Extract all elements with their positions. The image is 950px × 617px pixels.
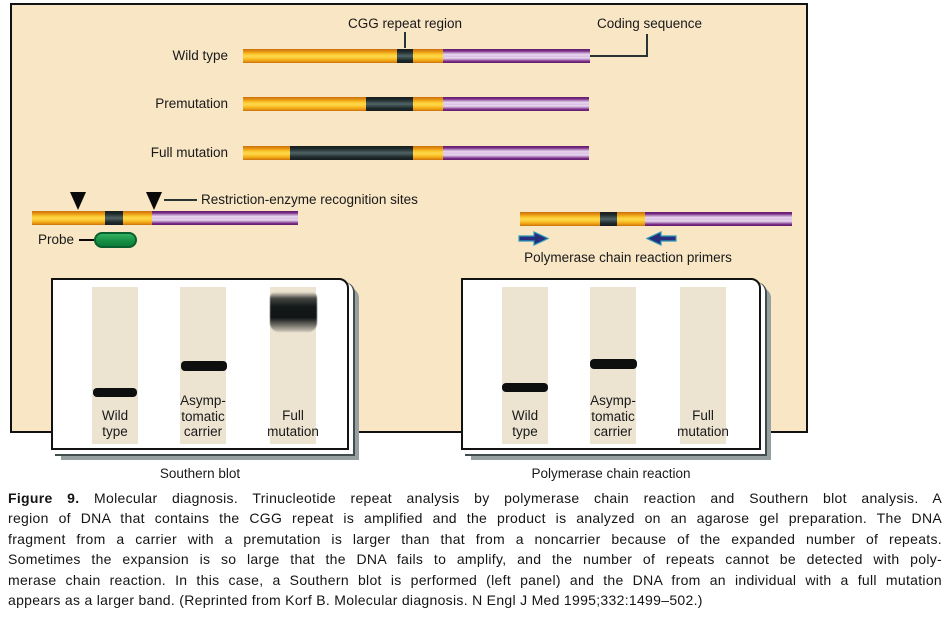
caption-line: Figure 9. Molecular diagnosis. Trinucleo…: [8, 490, 942, 506]
wild-type-row-label: Wild type: [172, 48, 228, 63]
southern-blot-panel: Wild type Asymp- tomatic carrier Full mu…: [51, 278, 349, 450]
lane-label-asymptomatic-carrier: Asymp- tomatic carrier: [180, 393, 226, 439]
cgg-repeat-region-label: CGG repeat region: [347, 16, 463, 31]
southern-cgg-repeat-segment: [105, 211, 123, 225]
probe-label: Probe: [38, 232, 75, 247]
wild-type-band: [502, 383, 548, 392]
premutation-row-label: Premutation: [155, 96, 228, 111]
coding-bracket-horizontal-line: [590, 55, 648, 57]
carrier-band: [590, 359, 637, 369]
southern-upstream-segment: [32, 211, 105, 225]
full-mutation-cgg-repeat-segment: [290, 146, 413, 160]
lane-label-full-mutation: Full mutation: [677, 408, 729, 439]
pcr-cgg-repeat-segment: [600, 212, 617, 226]
lane-label-full-mutation: Full mutation: [267, 408, 319, 439]
full-mutation-coding-segment: [443, 146, 589, 160]
forward-primer-arrow-icon: [518, 231, 549, 246]
premutation-flank-segment: [413, 97, 443, 111]
wild-type-coding-segment: [443, 49, 590, 63]
caption-line: region of DNA that contains the CGG repe…: [8, 510, 942, 527]
caption-line: appears as a larger band. (Reprinted fro…: [8, 592, 703, 609]
caption-line: merase chain reaction. In this case, a S…: [8, 571, 942, 588]
caption-figure-number: Figure 9.: [8, 490, 80, 506]
pcr-panel-title: Polymerase chain reaction: [531, 466, 691, 481]
southern-template-dna-bar: [32, 211, 298, 225]
pcr-upstream-segment: [520, 212, 600, 226]
premutation-upstream-segment: [243, 97, 366, 111]
coding-sequence-label: Coding sequence: [596, 16, 703, 31]
premutation-coding-segment: [443, 97, 589, 111]
reverse-primer-arrow-icon: [646, 231, 677, 246]
probe-pointer-line: [79, 239, 94, 241]
wild-type-dna-bar: [243, 49, 590, 63]
figure-caption: Figure 9. Molecular diagnosis. Trinucleo…: [8, 488, 942, 610]
pcr-panel: Wild type Asymp- tomatic carrier Full mu…: [461, 278, 761, 450]
southern-blot-title: Southern blot: [159, 466, 241, 481]
southern-coding-segment: [152, 211, 298, 225]
gel-lane: [92, 287, 138, 444]
pcr-primers-label: Polymerase chain reaction primers: [524, 250, 732, 265]
restriction-pointer-line: [164, 199, 197, 201]
gel-lane: [502, 287, 548, 444]
coding-bracket-vertical-line: [646, 34, 648, 57]
restriction-sites-label: Restriction-enzyme recognition sites: [201, 192, 418, 207]
wild-type-flank-segment: [413, 49, 443, 63]
full-mutation-smear-band: [270, 292, 317, 332]
premutation-dna-bar: [243, 97, 589, 111]
wild-type-band: [93, 388, 137, 397]
wild-type-upstream-segment: [243, 49, 397, 63]
carrier-band: [181, 361, 227, 371]
full-mutation-row-label: Full mutation: [150, 145, 228, 160]
caption-line: Sometimes the expansion is so large that…: [8, 551, 942, 568]
restriction-site-marker-icon: [70, 192, 86, 210]
pcr-flank-segment: [617, 212, 645, 226]
wild-type-cgg-repeat-segment: [397, 49, 413, 63]
full-mutation-flank-segment: [413, 146, 443, 160]
pcr-coding-segment: [645, 212, 792, 226]
caption-line: fragment from a carrier with a premutati…: [8, 530, 942, 547]
lane-label-wild-type: Wild type: [511, 408, 539, 439]
restriction-site-marker-icon: [146, 192, 162, 210]
probe-icon: [94, 232, 137, 248]
lane-label-wild-type: Wild type: [101, 408, 129, 439]
southern-flank-segment: [123, 211, 152, 225]
full-mutation-upstream-segment: [243, 146, 290, 160]
pcr-template-dna-bar: [520, 212, 792, 226]
cgg-pointer-line: [404, 32, 406, 48]
premutation-cgg-repeat-segment: [366, 97, 413, 111]
gel-lane: [680, 287, 726, 444]
lane-label-asymptomatic-carrier: Asymp- tomatic carrier: [590, 393, 636, 439]
full-mutation-dna-bar: [243, 146, 589, 160]
